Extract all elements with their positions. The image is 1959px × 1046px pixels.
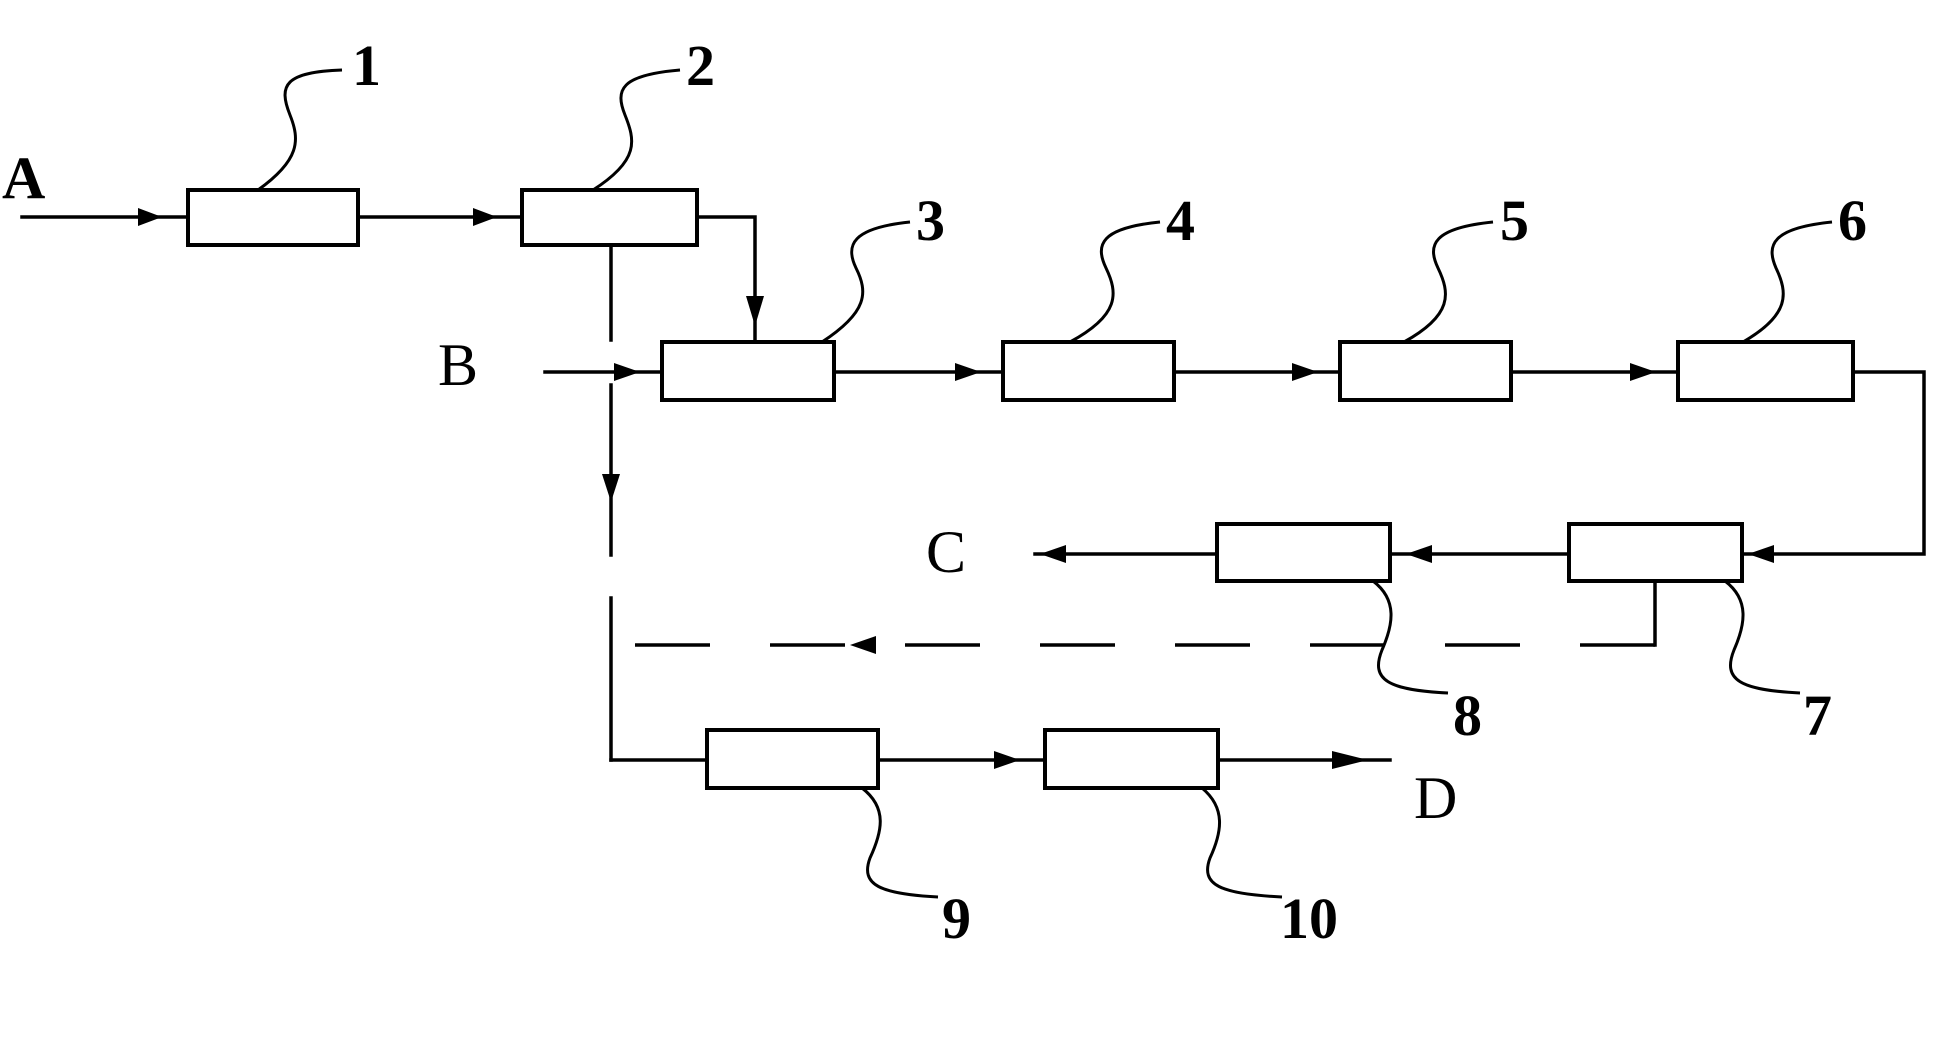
unit-label-2: 2: [686, 33, 715, 98]
arrow-2-to-3: [746, 296, 764, 326]
unit-labels: 1 2 3 4 5 6 7 8 9 10: [352, 33, 1867, 951]
flow-2-to-3: [695, 215, 757, 342]
terminal-b-label: B: [438, 332, 478, 398]
leader-3: [821, 220, 911, 344]
arrow-8-to-c: [1040, 545, 1066, 563]
arrow-9-to-10: [994, 751, 1020, 769]
unit-box-4: [1001, 340, 1176, 402]
leader-6: [1742, 220, 1833, 344]
leader-8: [1372, 579, 1449, 695]
flow-6-to-7: [1740, 370, 1926, 556]
unit-label-3: 3: [916, 188, 945, 253]
unit-label-4: 4: [1166, 188, 1195, 253]
unit-label-7: 7: [1803, 683, 1832, 748]
unit-box-6: [1676, 340, 1855, 402]
unit-label-10: 10: [1280, 886, 1338, 951]
unit-box-3: [660, 340, 836, 402]
arrow-5-to-6: [1630, 363, 1656, 381]
arrow-junction-down: [602, 474, 620, 502]
leader-4: [1069, 220, 1161, 344]
leader-10: [1201, 786, 1283, 899]
unit-box-9: [705, 728, 880, 790]
unit-boxes: [186, 188, 1855, 790]
flow-lines: [20, 215, 1926, 762]
terminal-d-label: D: [1414, 765, 1457, 831]
arrow-b-to-3: [614, 363, 640, 381]
arrow-3-to-4: [955, 363, 981, 381]
arrow-6-to-7: [1748, 545, 1774, 563]
arrow-10-to-d: [1332, 751, 1368, 769]
unit-box-5: [1338, 340, 1513, 402]
terminal-a-label: A: [2, 145, 45, 211]
leader-lines: [257, 68, 1833, 899]
terminal-c-label: C: [926, 519, 966, 585]
unit-label-9: 9: [942, 886, 971, 951]
terminal-labels: A B C D: [2, 145, 1457, 831]
unit-label-6: 6: [1838, 188, 1867, 253]
arrow-7-to-8: [1406, 545, 1432, 563]
unit-box-2: [520, 188, 699, 247]
unit-box-1: [186, 188, 360, 247]
leader-7: [1724, 579, 1801, 695]
unit-box-7: [1567, 522, 1744, 583]
arrow-1-to-2: [473, 208, 497, 226]
unit-box-10: [1043, 728, 1220, 790]
leader-2: [592, 68, 681, 192]
leader-9: [861, 786, 939, 899]
unit-label-1: 1: [352, 33, 381, 98]
unit-label-5: 5: [1500, 188, 1529, 253]
leader-5: [1403, 220, 1494, 344]
arrow-a-to-1: [138, 208, 162, 226]
leader-1: [257, 68, 343, 192]
unit-box-8: [1215, 522, 1392, 583]
arrow-recycle: [850, 636, 876, 654]
flow-arrows: [138, 208, 1774, 769]
arrow-4-to-5: [1292, 363, 1318, 381]
unit-label-8: 8: [1453, 683, 1482, 748]
